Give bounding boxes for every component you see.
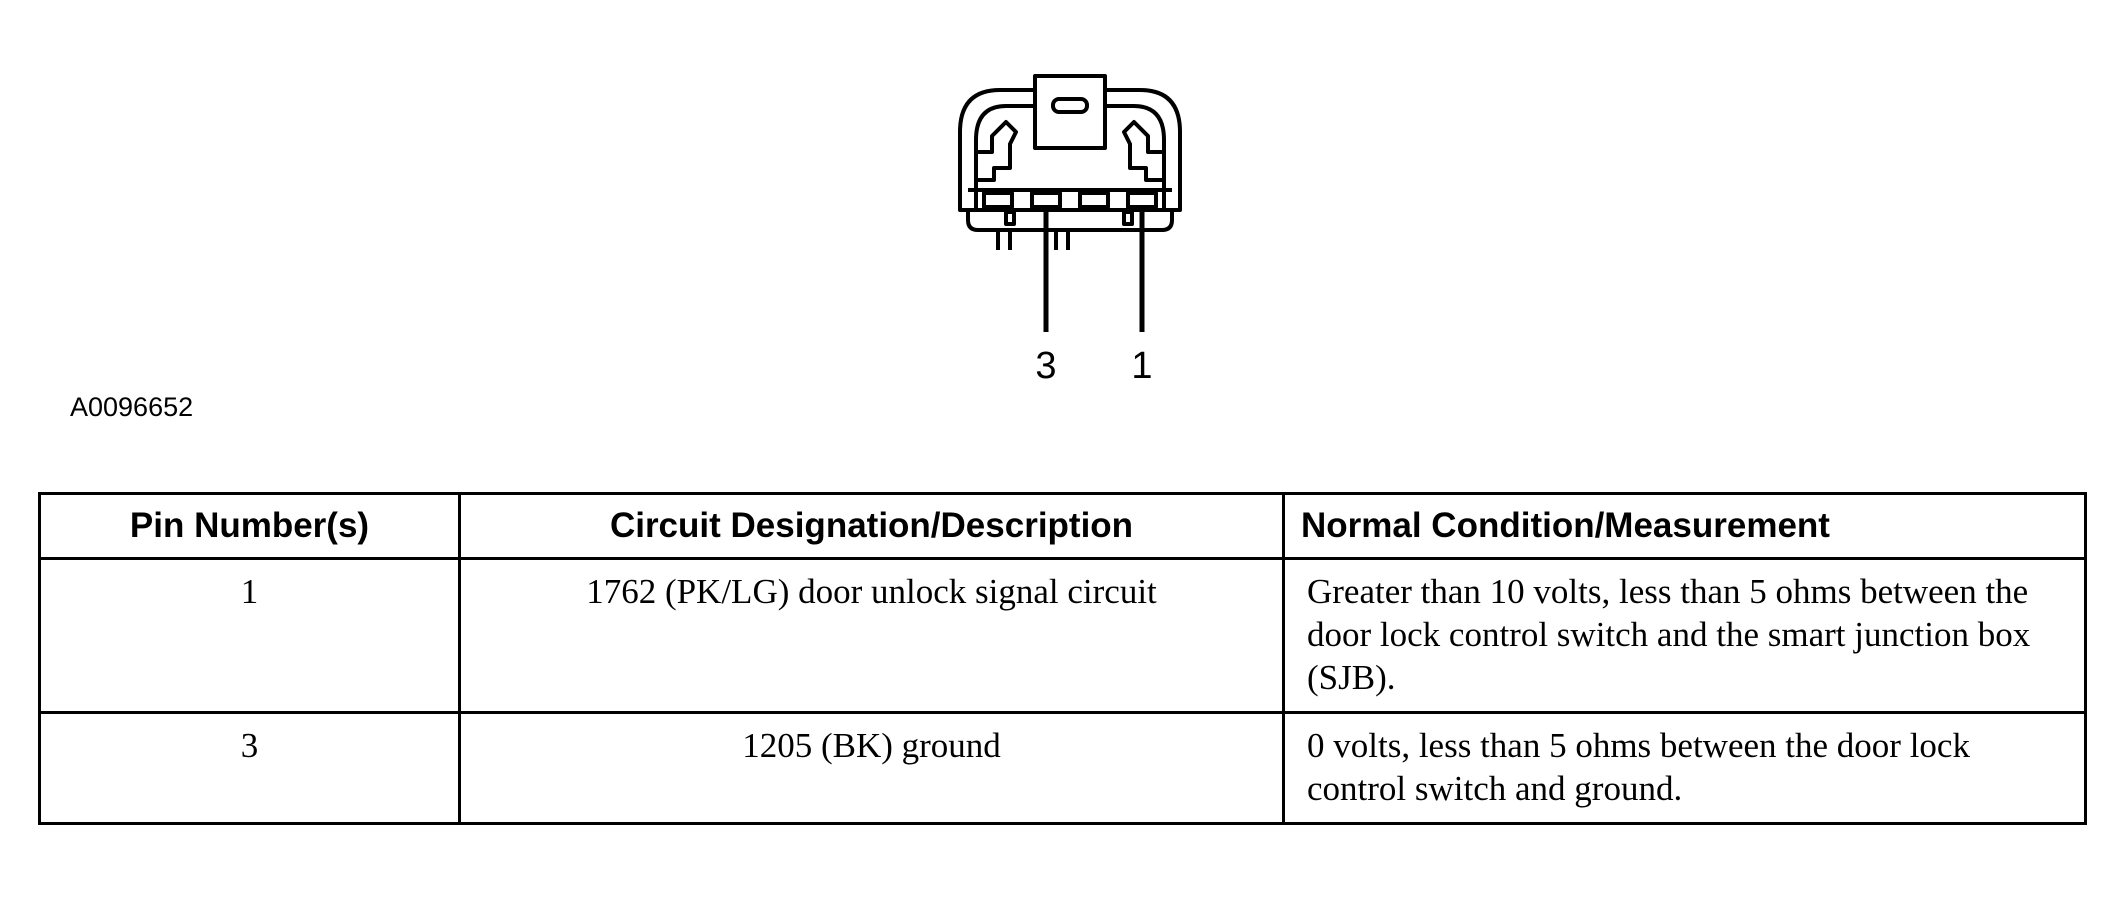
table-row: 3 1205 (BK) ground 0 volts, less than 5 … (38, 711, 2087, 825)
pin-label-3: 3 (1035, 345, 1056, 387)
terminal-cavity-3 (1030, 191, 1062, 209)
right-keyway (1122, 120, 1164, 182)
table-header-row: Pin Number(s) Circuit Designation/Descri… (38, 492, 2087, 560)
header-normal-condition: Normal Condition/Measurement (1282, 492, 2087, 560)
table-row: 1 1762 (PK/LG) door unlock signal circui… (38, 557, 2087, 714)
connector-diagram: 3 1 (940, 60, 1200, 390)
terminal-cavity-2 (1078, 191, 1110, 209)
cell-pin: 3 (38, 711, 461, 825)
terminal-cavity-4 (982, 191, 1014, 209)
mounting-peg-right (1054, 230, 1070, 250)
cell-condition: 0 volts, less than 5 ohms between the do… (1282, 711, 2087, 825)
pin-test-table: Pin Number(s) Circuit Designation/Descri… (38, 492, 2087, 825)
mounting-peg-left (996, 230, 1012, 250)
latch-slot (1051, 97, 1089, 114)
terminal-tab-left (1004, 210, 1016, 226)
left-keyway (976, 120, 1018, 182)
cell-pin: 1 (38, 557, 461, 714)
cell-circuit: 1762 (PK/LG) door unlock signal circuit (458, 557, 1285, 714)
terminal-cavity-1 (1126, 191, 1158, 209)
header-circuit-designation: Circuit Designation/Description (458, 492, 1285, 560)
header-pin-numbers: Pin Number(s) (38, 492, 461, 560)
cell-condition: Greater than 10 volts, less than 5 ohms … (1282, 557, 2087, 714)
connector-face-drawing: 3 1 (958, 74, 1182, 387)
connector-body-outline (958, 88, 1182, 232)
pin-label-1: 1 (1131, 345, 1152, 387)
figure-id: A0096652 (70, 392, 194, 422)
terminal-tab-right (1122, 210, 1134, 226)
cell-circuit: 1205 (BK) ground (458, 711, 1285, 825)
